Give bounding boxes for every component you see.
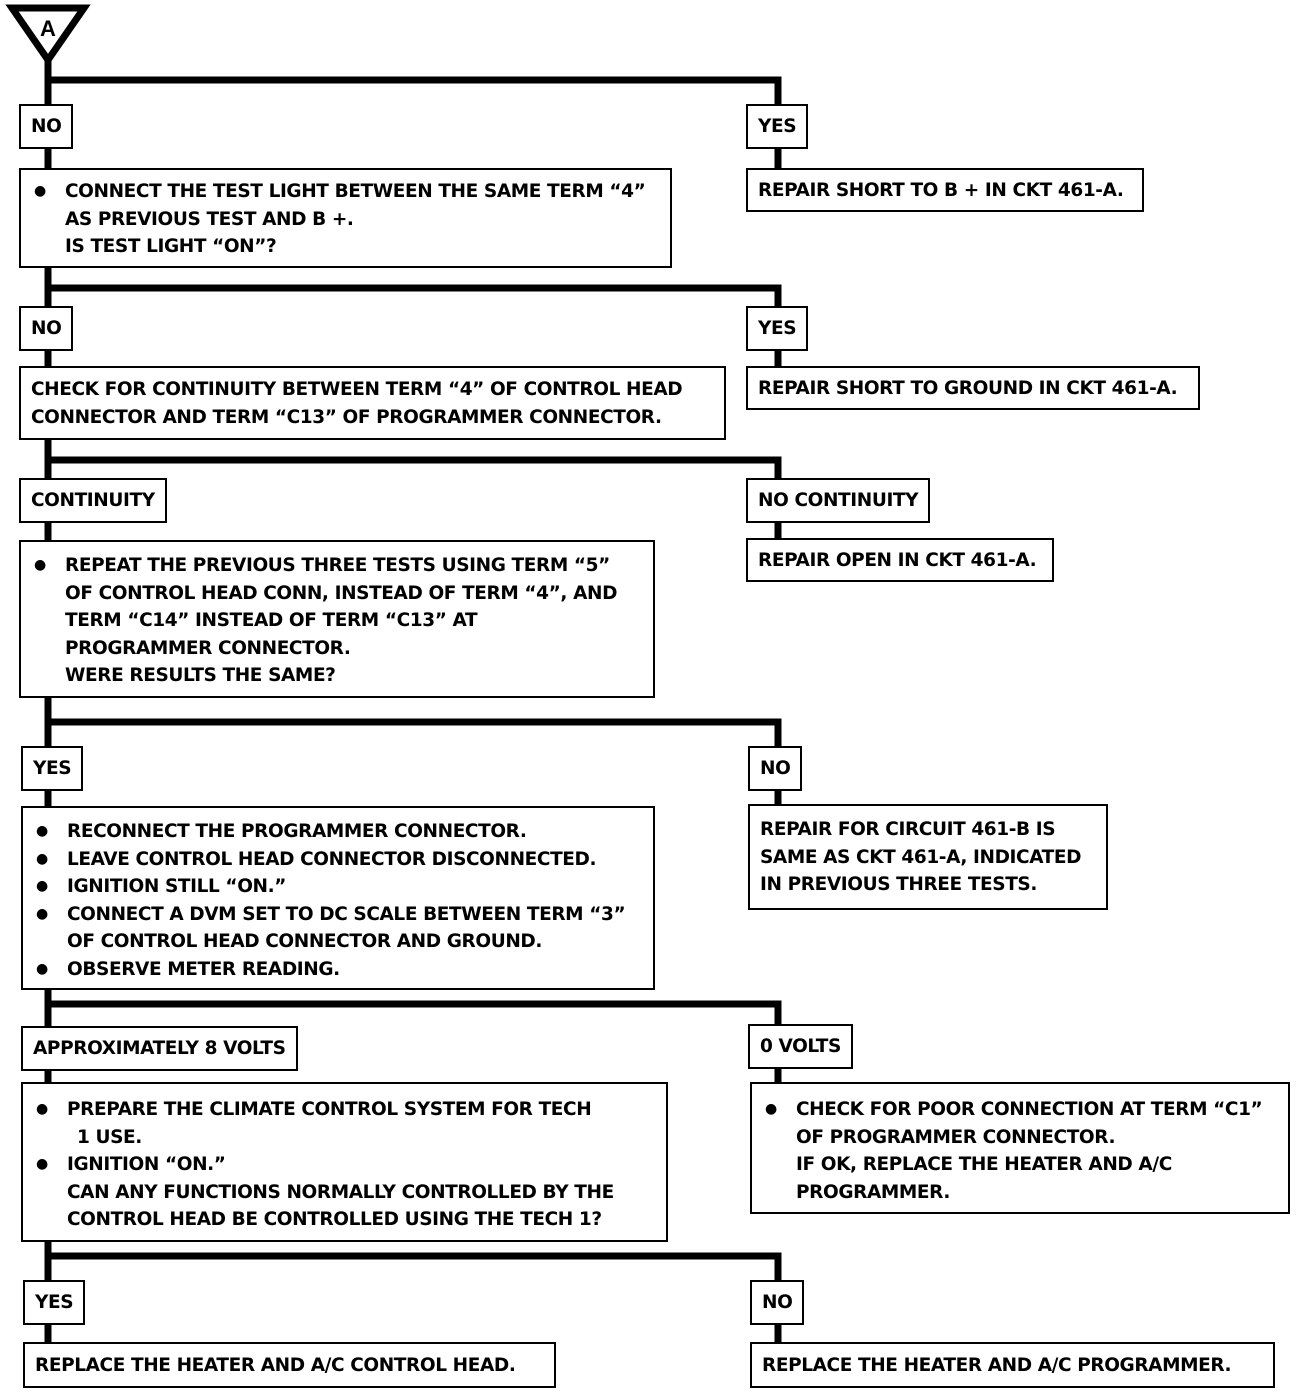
step-bullet: OBSERVE METER READING. (33, 956, 643, 984)
branch6-no-box: REPLACE THE HEATER AND A/C PROGRAMMER. (750, 1342, 1275, 1388)
branch1-no-box: CONNECT THE TEST LIGHT BETWEEN THE SAME … (19, 168, 672, 268)
start-connector-label: A (40, 16, 56, 41)
branch5-0-volts-label: 0 VOLTS (748, 1024, 853, 1069)
branch4-yes-box: RECONNECT THE PROGRAMMER CONNECTOR. LEAV… (21, 806, 655, 990)
step-bullet: LEAVE CONTROL HEAD CONNECTOR DISCONNECTE… (33, 846, 643, 874)
branch3-no-continuity-label: NO CONTINUITY (746, 478, 931, 523)
branch2-no-box: CHECK FOR CONTINUITY BETWEEN TERM “4” OF… (19, 366, 726, 440)
step-bullet: REPEAT THE PREVIOUS THREE TESTS USING TE… (31, 552, 643, 690)
branch2-yes-box: REPAIR SHORT TO GROUND IN CKT 461-A. (746, 366, 1200, 410)
branch1-yes-label: YES (746, 104, 809, 149)
step-bullet: CHECK FOR POOR CONNECTION AT TERM “C1”OF… (762, 1096, 1278, 1206)
step-bullet: CONNECT A DVM SET TO DC SCALE BETWEEN TE… (33, 901, 643, 956)
branch5-0-volts-box: CHECK FOR POOR CONNECTION AT TERM “C1”OF… (750, 1082, 1290, 1214)
step-bullet: RECONNECT THE PROGRAMMER CONNECTOR. (33, 818, 643, 846)
branch2-no-label: NO (19, 306, 74, 351)
branch4-no-label: NO (748, 746, 803, 791)
branch6-no-label: NO (750, 1280, 805, 1325)
branch4-yes-label: YES (21, 746, 84, 791)
start-connector: A (5, 4, 91, 67)
branch6-yes-label: YES (23, 1280, 86, 1325)
branch5-8-volts-label: APPROXIMATELY 8 VOLTS (21, 1026, 298, 1071)
step-bullet: IGNITION “ON.”CAN ANY FUNCTIONS NORMALLY… (33, 1151, 656, 1234)
step-bullet: IGNITION STILL “ON.” (33, 873, 643, 901)
branch1-yes-box: REPAIR SHORT TO B + IN CKT 461-A. (746, 168, 1144, 212)
step-bullet: CONNECT THE TEST LIGHT BETWEEN THE SAME … (31, 178, 660, 261)
branch3-continuity-label: CONTINUITY (19, 478, 167, 523)
branch1-no-label: NO (19, 104, 74, 149)
branch2-yes-label: YES (746, 306, 809, 351)
branch3-continuity-box: REPEAT THE PREVIOUS THREE TESTS USING TE… (19, 540, 655, 698)
branch6-yes-box: REPLACE THE HEATER AND A/C CONTROL HEAD. (23, 1342, 556, 1388)
step-bullet: PREPARE THE CLIMATE CONTROL SYSTEM FOR T… (33, 1096, 656, 1151)
branch5-8-volts-box: PREPARE THE CLIMATE CONTROL SYSTEM FOR T… (21, 1082, 668, 1242)
branch3-no-continuity-box: REPAIR OPEN IN CKT 461-A. (746, 538, 1054, 582)
